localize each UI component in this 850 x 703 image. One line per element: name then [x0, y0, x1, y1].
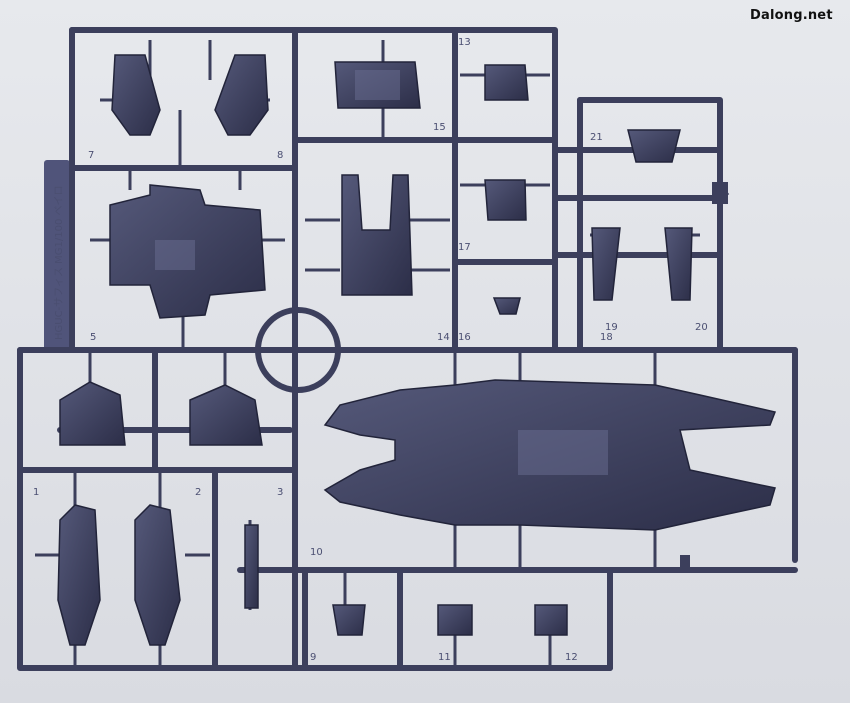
part-number-19: 19 [605, 322, 618, 333]
part-number-12: 12 [565, 652, 578, 663]
part-number-14: 14 [437, 332, 450, 343]
part-number-11: 11 [438, 652, 451, 663]
part-leg-1 [57, 504, 101, 646]
part-number-3: 3 [277, 487, 283, 498]
part-cube-12 [534, 604, 568, 636]
part-rod [244, 524, 259, 609]
part-small-17 [484, 179, 527, 221]
frame-tab: HGUC-サフィス MG1/100 ベイロ [44, 160, 70, 350]
frame-tab-label: HGUC-サフィス MG1/100 ベイロ [53, 185, 65, 340]
watermark: Dalong.net [750, 8, 833, 23]
part-number-17: 17 [458, 242, 471, 253]
part-leg-2 [134, 504, 181, 646]
part-clip-9 [332, 604, 366, 636]
part-number-1: 1 [33, 487, 39, 498]
part-shoulder-right [214, 54, 269, 136]
part-number-8: 8 [277, 150, 283, 161]
part-u-bracket [341, 174, 413, 296]
part-head-right [189, 384, 263, 446]
runner-stub-right [712, 182, 728, 204]
part-number-16: 16 [458, 332, 471, 343]
part-21 [627, 129, 681, 163]
part-arm-19 [591, 227, 621, 301]
part-arm-20 [664, 227, 693, 301]
part-number-18: 18 [600, 332, 613, 343]
part-number-20: 20 [695, 322, 708, 333]
part-number-5: 5 [90, 332, 96, 343]
part-mini-figure [492, 297, 521, 315]
part-number-2: 2 [195, 487, 201, 498]
part-number-13: 13 [458, 37, 471, 48]
part-highlights [155, 70, 608, 475]
part-shoulder-left [111, 54, 161, 136]
part-number-21: 21 [590, 132, 603, 143]
part-head-left [59, 381, 126, 446]
part-number-15: 15 [433, 122, 446, 133]
part-small-16 [484, 64, 529, 101]
runner-stub [680, 555, 690, 567]
part-number-7: 7 [88, 150, 94, 161]
part-number-labels: 1 2 3 5 7 8 9 10 11 12 13 14 15 16 17 18… [33, 37, 708, 663]
part-number-9: 9 [310, 652, 316, 663]
part-cube-11 [437, 604, 473, 636]
parts [57, 54, 777, 646]
part-number-10: 10 [310, 547, 323, 558]
